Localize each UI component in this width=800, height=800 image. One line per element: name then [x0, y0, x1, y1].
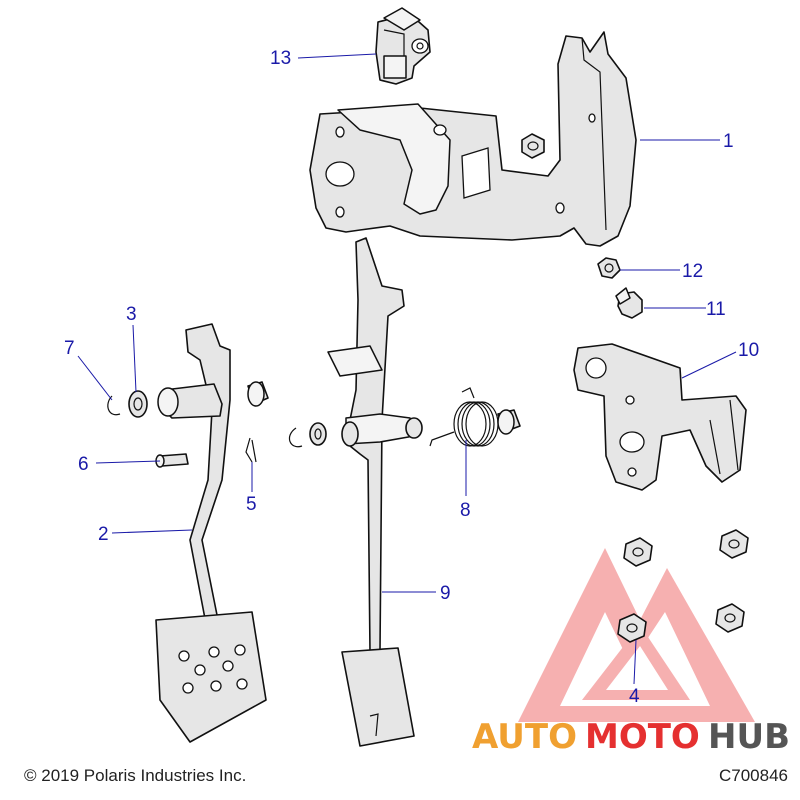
leader-lines — [77, 53, 737, 685]
watermark-text-auto: AUTO — [472, 717, 577, 757]
watermark-text: AUTO MOTO HUB — [472, 717, 790, 757]
callout-8: 8 — [460, 500, 471, 521]
pedal-pad-holes — [178, 644, 248, 694]
drawing-id: C700846 — [718, 766, 788, 785]
callout-9: 9 — [440, 583, 451, 604]
callout-11: 11 — [706, 299, 726, 320]
callout-6: 6 — [78, 454, 89, 475]
callout-3: 3 — [126, 304, 137, 325]
part-8-spring — [429, 387, 499, 447]
copyright-text: © 2019 Polaris Industries Inc. — [24, 766, 247, 785]
bushing-left-right — [247, 381, 269, 407]
clip-middle — [288, 427, 303, 448]
part-9-pedal — [327, 237, 423, 747]
bushing-right — [497, 409, 521, 435]
callout-4: 4 — [629, 686, 640, 707]
washer-middle — [309, 422, 327, 446]
part-13-switch — [375, 7, 431, 85]
callout-12: 12 — [682, 261, 703, 282]
watermark-text-moto: MOTO — [585, 717, 700, 757]
part-7-clip — [107, 395, 121, 416]
nut-c — [617, 613, 647, 643]
part-5-cotter-pin — [245, 437, 257, 463]
callout-7: 7 — [64, 338, 75, 359]
part-3-washer — [128, 390, 148, 418]
callout-5: 5 — [246, 494, 257, 515]
part-1-bracket — [309, 31, 637, 247]
callout-13: 13 — [270, 48, 291, 69]
nut-b — [719, 529, 749, 559]
callout-labels: 1 2 3 4 5 6 7 8 9 10 11 12 13 — [64, 48, 759, 707]
callout-2: 2 — [98, 524, 109, 545]
nut-d — [715, 603, 745, 633]
part-12-nut — [597, 257, 621, 279]
nut-a — [623, 537, 653, 567]
watermark-text-hub: HUB — [708, 717, 790, 757]
callout-1: 1 — [723, 131, 734, 152]
callout-10: 10 — [738, 340, 759, 361]
part-10-bracket — [573, 343, 747, 491]
part-2-pedal — [155, 323, 267, 743]
part-11-bolt — [615, 287, 643, 319]
part-4-nuts — [617, 529, 749, 643]
part-6-pin — [155, 453, 189, 468]
